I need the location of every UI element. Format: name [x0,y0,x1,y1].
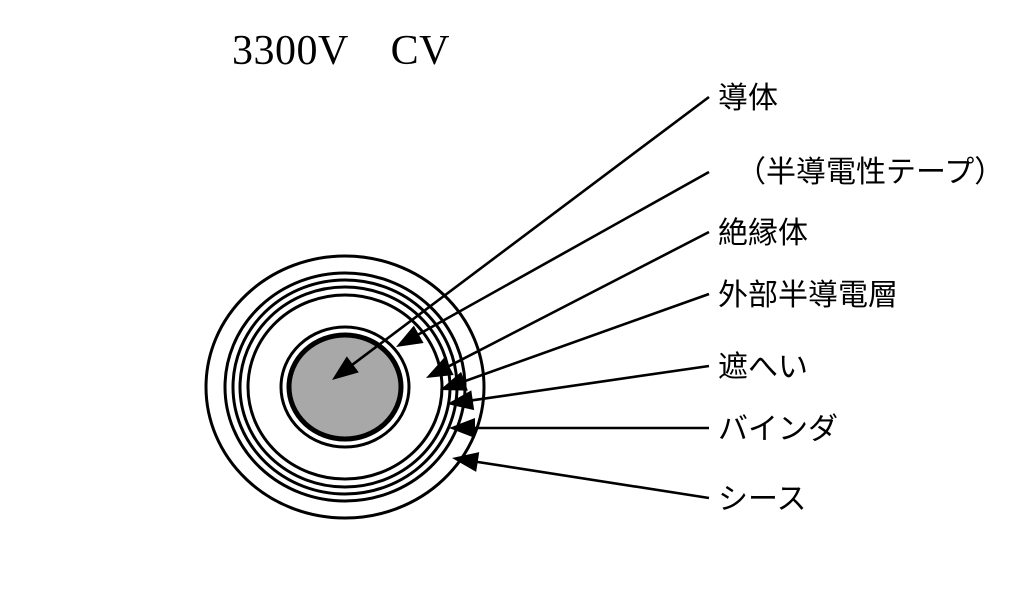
label-insulator: 絶縁体 [718,217,808,250]
leader-line-shield [468,364,710,403]
leader-lines-group [332,95,710,500]
leader-arrowhead-conductor [332,356,359,380]
leader-arrowhead-insulator [426,357,454,378]
leader-arrowhead-sheath [452,452,480,472]
leader-arrowhead-outer-semicon-layer [440,371,468,391]
leader-line-outer-semicon-layer [460,292,710,384]
page-title: 3300V CV [232,28,450,74]
label-shield: 遮へい [718,351,808,384]
label-outer-semicon-layer: 外部半導電層 [718,279,898,312]
label-binder: バインダ [718,413,838,446]
leader-line-conductor [348,95,710,368]
label-conductor: 導体 [718,82,778,115]
leader-line-insulator [444,230,710,370]
label-semiconductive-tape: （半導電性テープ） [736,156,1005,189]
leader-arrowhead-semiconductive-tape [396,325,424,347]
leader-arrowhead-shield [447,390,475,411]
leader-line-semiconductive-tape [414,170,710,338]
leader-line-sheath [473,460,710,500]
label-sheath: シース [718,483,807,516]
leader-arrowhead-binder [449,418,475,438]
cable-layers-group [204,254,486,520]
cable-layer-conductor [286,332,404,442]
